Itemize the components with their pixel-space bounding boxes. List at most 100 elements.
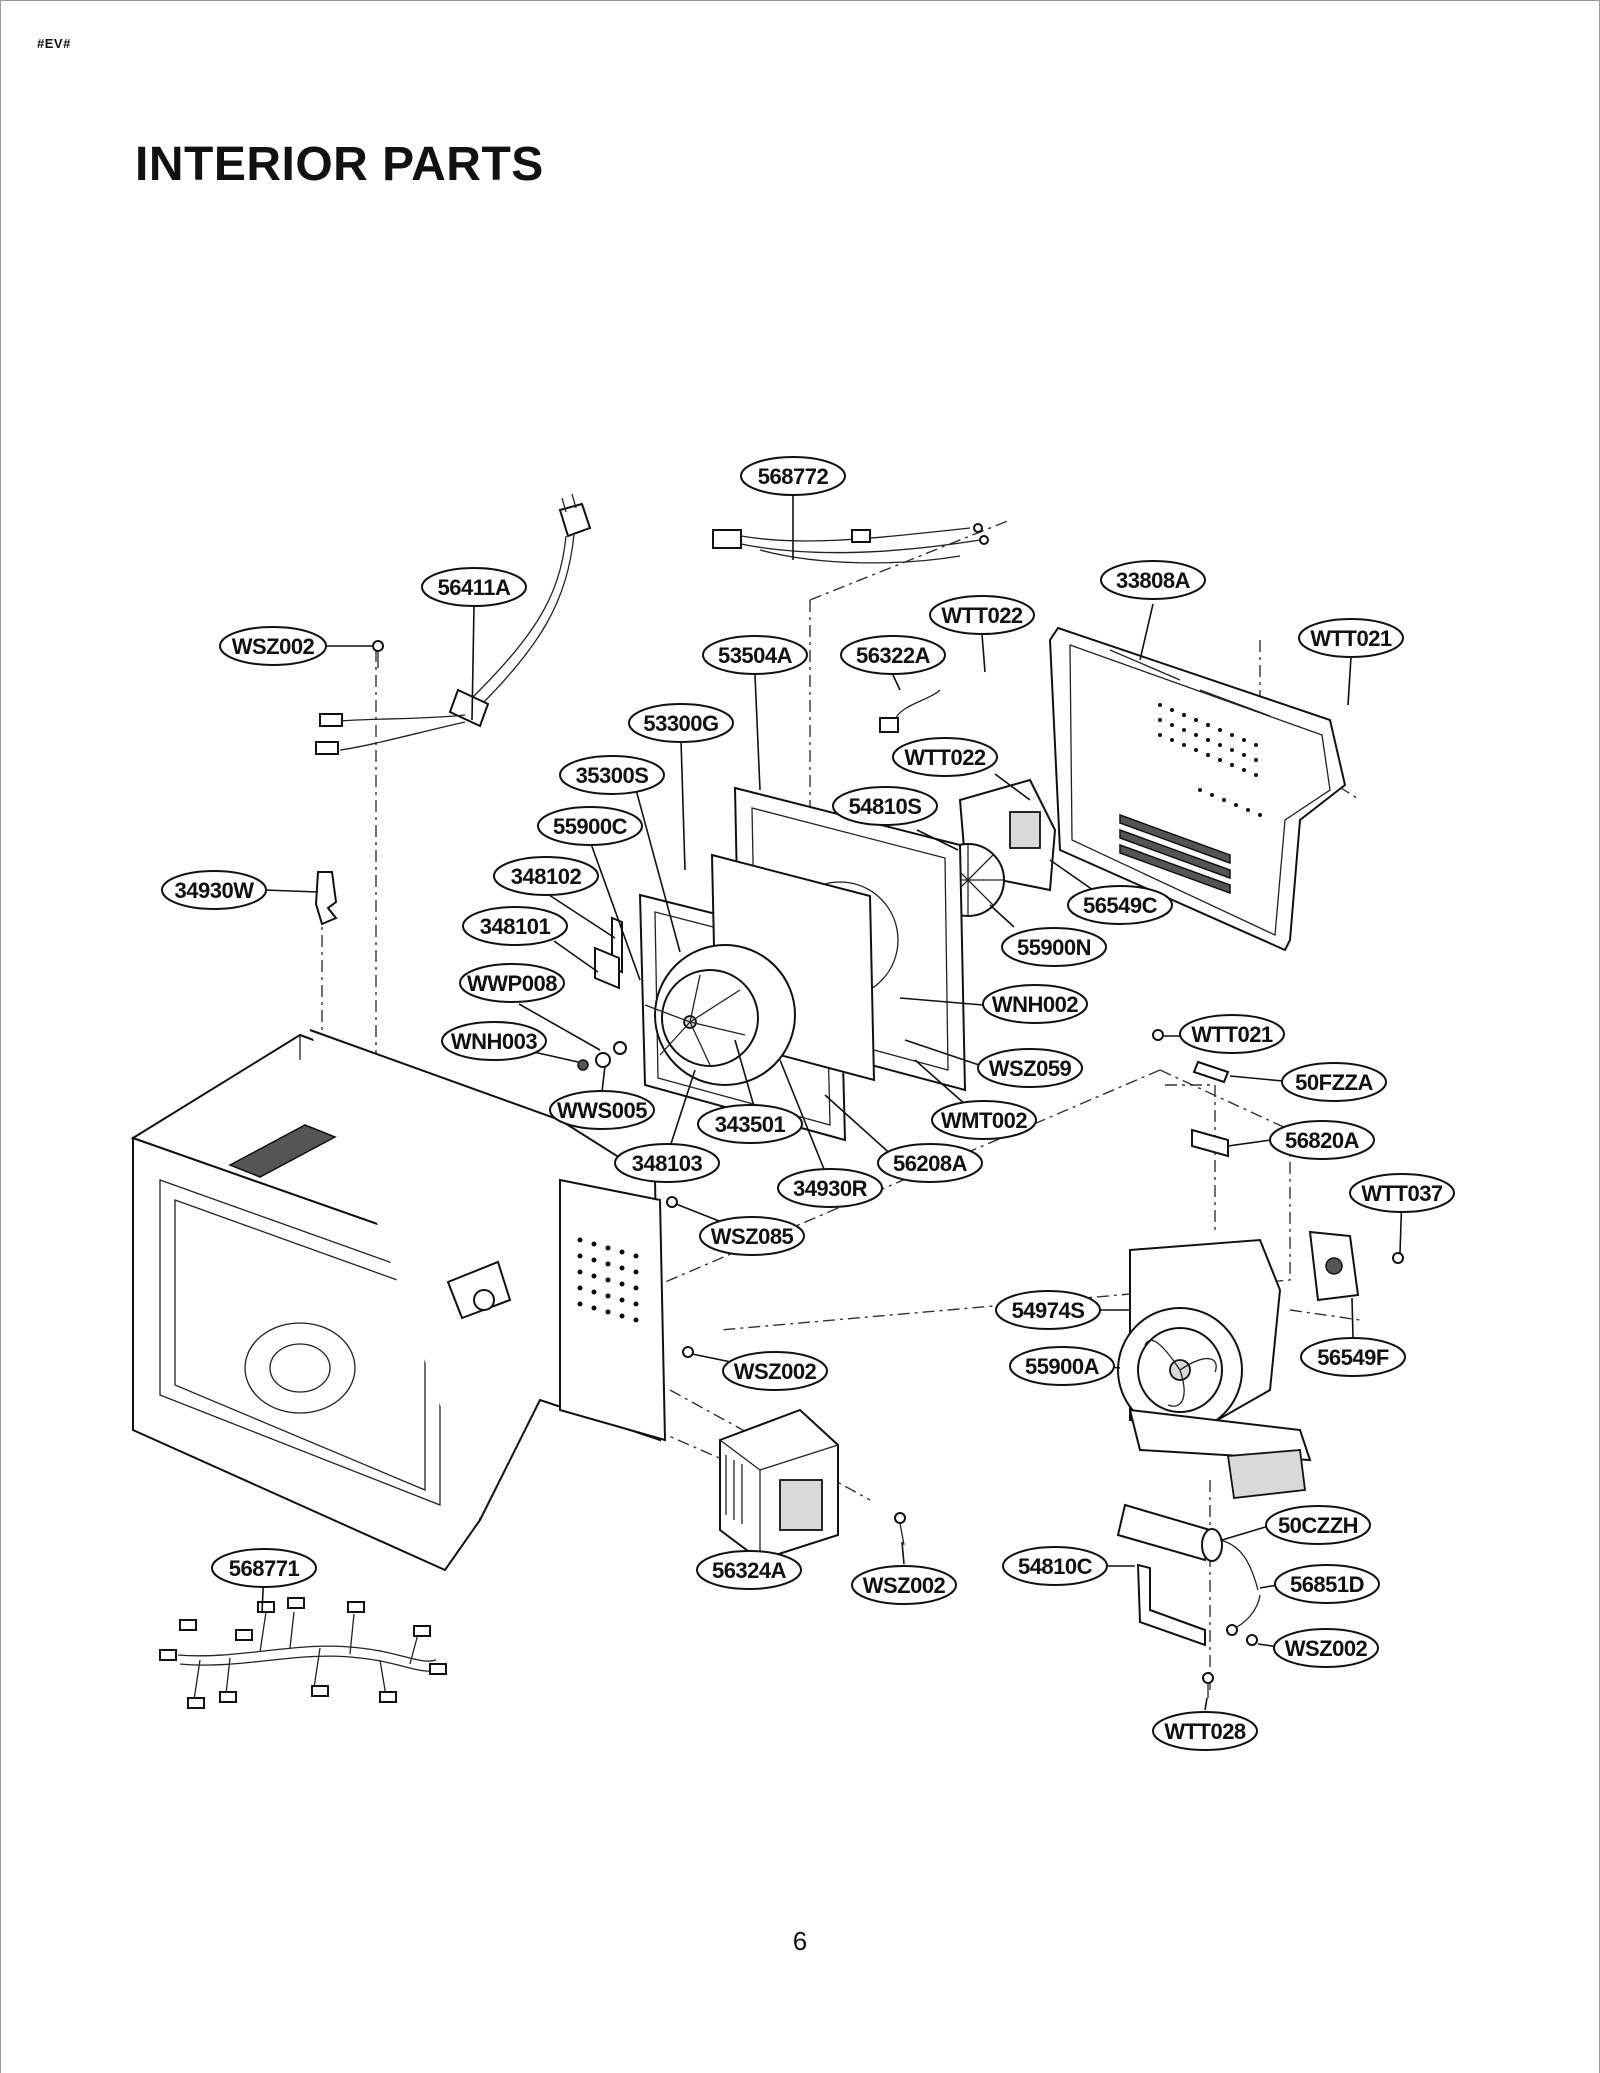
- thermal-cutoff-56322A: [879, 689, 941, 733]
- callout-label: WSZ059: [989, 1056, 1072, 1081]
- callout-label: WTT022: [941, 603, 1023, 628]
- callout-55900C: 55900C: [537, 806, 643, 846]
- callout-56322A: 56322A: [840, 635, 946, 675]
- callout-WMT002: WMT002: [931, 1100, 1037, 1140]
- callout-label: 53300G: [643, 711, 718, 736]
- callout-label: WTT022: [904, 745, 986, 770]
- callout-label: 34930W: [175, 878, 255, 903]
- callout-label: 53504A: [718, 643, 793, 668]
- callout-WNH002: WNH002: [982, 984, 1088, 1024]
- callout-348101: 348101: [462, 906, 568, 946]
- callout-label: WTT028: [1164, 1719, 1246, 1744]
- callout-label: WNH002: [992, 992, 1079, 1017]
- callout-35300S: 35300S: [559, 755, 665, 795]
- bracket-56549F: [1308, 1230, 1360, 1302]
- screw-wsz002-cavity: [682, 1346, 694, 1358]
- screw-wtt021-lower: [1152, 1029, 1164, 1041]
- washer-nut-small-parts: [577, 1041, 627, 1071]
- page-border-top: [0, 0, 1600, 1]
- callout-50CZZH: 50CZZH: [1265, 1505, 1371, 1545]
- callout-label: 50CZZH: [1278, 1513, 1358, 1538]
- callout-WSZ002-4: WSZ002: [1273, 1628, 1379, 1668]
- callout-label: 348101: [480, 914, 551, 939]
- callout-56411A: 56411A: [421, 567, 527, 607]
- callout-label: WWP008: [467, 971, 557, 996]
- callout-label: 50FZZA: [1295, 1070, 1373, 1095]
- callout-label: 34930R: [793, 1176, 868, 1201]
- callout-label: WSZ002: [1285, 1636, 1368, 1661]
- callout-53504A: 53504A: [702, 635, 808, 675]
- callout-343501: 343501: [697, 1104, 803, 1144]
- callout-label: 55900A: [1025, 1354, 1100, 1379]
- callout-54810C: 54810C: [1002, 1546, 1108, 1586]
- callout-WSZ085: WSZ085: [699, 1216, 805, 1256]
- power-cord-assembly: [315, 493, 592, 755]
- callout-55900A: 55900A: [1009, 1346, 1115, 1386]
- callout-WSZ059: WSZ059: [977, 1048, 1083, 1088]
- magnetron-56324A: [719, 1408, 839, 1562]
- page-border-left: [0, 0, 1, 2073]
- callout-label: 56549C: [1083, 893, 1158, 918]
- callout-WSZ002-3: WSZ002: [851, 1565, 957, 1605]
- rear-cover-33808A: [1048, 626, 1347, 952]
- callout-56549F: 56549F: [1300, 1337, 1406, 1377]
- callout-34930W: 34930W: [161, 870, 267, 910]
- callout-56549C: 56549C: [1067, 885, 1173, 925]
- callout-WWS005: WWS005: [549, 1090, 655, 1130]
- fuse-holder-56820A: [1191, 1128, 1229, 1158]
- callout-348103: 348103: [614, 1143, 720, 1183]
- callout-label: 35300S: [576, 763, 649, 788]
- callout-WSZ002-2: WSZ002: [722, 1351, 828, 1391]
- screw-wtt037: [1392, 1252, 1404, 1264]
- fuse-50FZZA: [1192, 1060, 1230, 1084]
- callout-label: WTT021: [1310, 626, 1392, 651]
- callout-label: WMT002: [941, 1108, 1028, 1133]
- callout-label: 56851D: [1290, 1572, 1364, 1597]
- convection-fan-343501: [644, 944, 796, 1086]
- callout-label: 56411A: [438, 575, 511, 600]
- callout-label: 55900N: [1017, 935, 1091, 960]
- wire-harness-568771: [159, 1597, 447, 1709]
- callout-WSZ002: WSZ002: [219, 626, 327, 666]
- callout-label: 55900C: [553, 814, 628, 839]
- callout-label: 56324A: [712, 1558, 787, 1583]
- callout-label: WTT021: [1191, 1022, 1273, 1047]
- callout-WWP008: WWP008: [459, 963, 565, 1003]
- callout-label: 56820A: [1285, 1128, 1360, 1153]
- callout-label: 33808A: [1116, 568, 1191, 593]
- callout-50FZZA: 50FZZA: [1281, 1062, 1387, 1102]
- callout-WNH003: WNH003: [441, 1021, 547, 1061]
- callout-WTT021-2: WTT021: [1179, 1014, 1285, 1054]
- callout-label: 348103: [632, 1151, 703, 1176]
- callout-label: 56208A: [893, 1151, 968, 1176]
- callout-label: WWS005: [557, 1098, 647, 1123]
- callout-568772: 568772: [740, 456, 846, 496]
- callout-33808A: 33808A: [1100, 560, 1206, 600]
- oven-cavity-front-frame: [130, 1029, 667, 1572]
- callout-label: 54810S: [849, 794, 922, 819]
- callout-54810S: 54810S: [832, 786, 938, 826]
- callout-label: 56322A: [856, 643, 931, 668]
- page-title: INTERIOR PARTS: [135, 138, 544, 191]
- screw-wsz002-top: [372, 640, 384, 668]
- screw-wsz002-magnetron: [894, 1512, 906, 1546]
- capacitor-50CZZH: [1116, 1503, 1259, 1591]
- callout-568771: 568771: [211, 1548, 317, 1588]
- callout-55900N: 55900N: [1001, 927, 1107, 967]
- callout-label: 56549F: [1317, 1345, 1389, 1370]
- callout-56820A: 56820A: [1269, 1120, 1375, 1160]
- bracket-54810C: [1136, 1563, 1206, 1647]
- callout-348102: 348102: [493, 856, 599, 896]
- callout-label: 348102: [511, 864, 582, 889]
- screw-wsz085: [666, 1196, 678, 1208]
- callout-WTT021: WTT021: [1298, 618, 1404, 658]
- callout-label: 343501: [715, 1112, 786, 1137]
- callout-label: WNH003: [451, 1029, 538, 1054]
- callout-56324A: 56324A: [696, 1550, 802, 1590]
- screw-wsz002-lower-right: [1246, 1634, 1258, 1646]
- corner-mark: #EV#: [37, 36, 71, 51]
- callout-label: WSZ002: [863, 1573, 946, 1598]
- part-callouts: 568772 56411A WSZ002 33808A WTT022 WTT02…: [161, 456, 1455, 1751]
- screw-wtt028: [1202, 1672, 1214, 1698]
